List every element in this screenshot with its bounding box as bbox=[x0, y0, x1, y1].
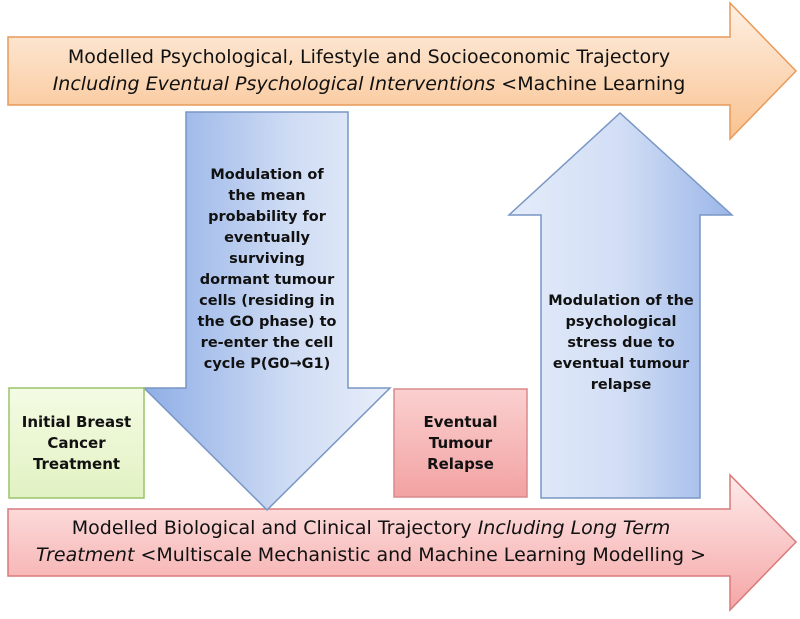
bottom-arrow-line1: Modelled Biological and Clinical Traject… bbox=[72, 515, 670, 542]
top-arrow-label: Modelled Psychological, Lifestyle and So… bbox=[10, 40, 728, 102]
down-modulation-arrow bbox=[142, 111, 392, 512]
bottom-arrow-label: Modelled Biological and Clinical Traject… bbox=[10, 511, 732, 573]
bottom-arrow-line2: Treatment <Multiscale Mechanistic and Ma… bbox=[36, 542, 706, 569]
initial-treatment-text: Initial Breast Cancer Treatment bbox=[21, 412, 132, 473]
relapse-box bbox=[393, 388, 528, 498]
top-arrow-line2: Including Eventual Psychological Interve… bbox=[53, 71, 686, 98]
up-arrow-text: Modulation of the psychological stress d… bbox=[548, 292, 694, 393]
initial-treatment-box bbox=[8, 387, 145, 499]
bottom-arrow-line1-italic: Including Long Term bbox=[477, 517, 671, 539]
top-arrow-line2-rest: <Machine Learning bbox=[495, 73, 686, 95]
up-modulation-arrow bbox=[507, 111, 734, 499]
top-trajectory-arrow bbox=[7, 1, 798, 141]
bottom-arrow-line2-rest: <Multiscale Mechanistic and Machine Lear… bbox=[134, 544, 707, 566]
top-arrow-line2-italic: Including Eventual Psychological Interve… bbox=[52, 73, 496, 95]
top-arrow-line1: Modelled Psychological, Lifestyle and So… bbox=[67, 46, 671, 68]
bottom-arrow-line2-italic: Treatment bbox=[35, 544, 135, 566]
bottom-arrow-line1-plain: Modelled Biological and Clinical Traject… bbox=[71, 517, 478, 539]
bottom-trajectory-arrow bbox=[7, 473, 798, 612]
down-arrow-text: Modulation of the mean probability for e… bbox=[197, 167, 337, 372]
relapse-text: Eventual Tumour Relapse bbox=[423, 412, 498, 473]
